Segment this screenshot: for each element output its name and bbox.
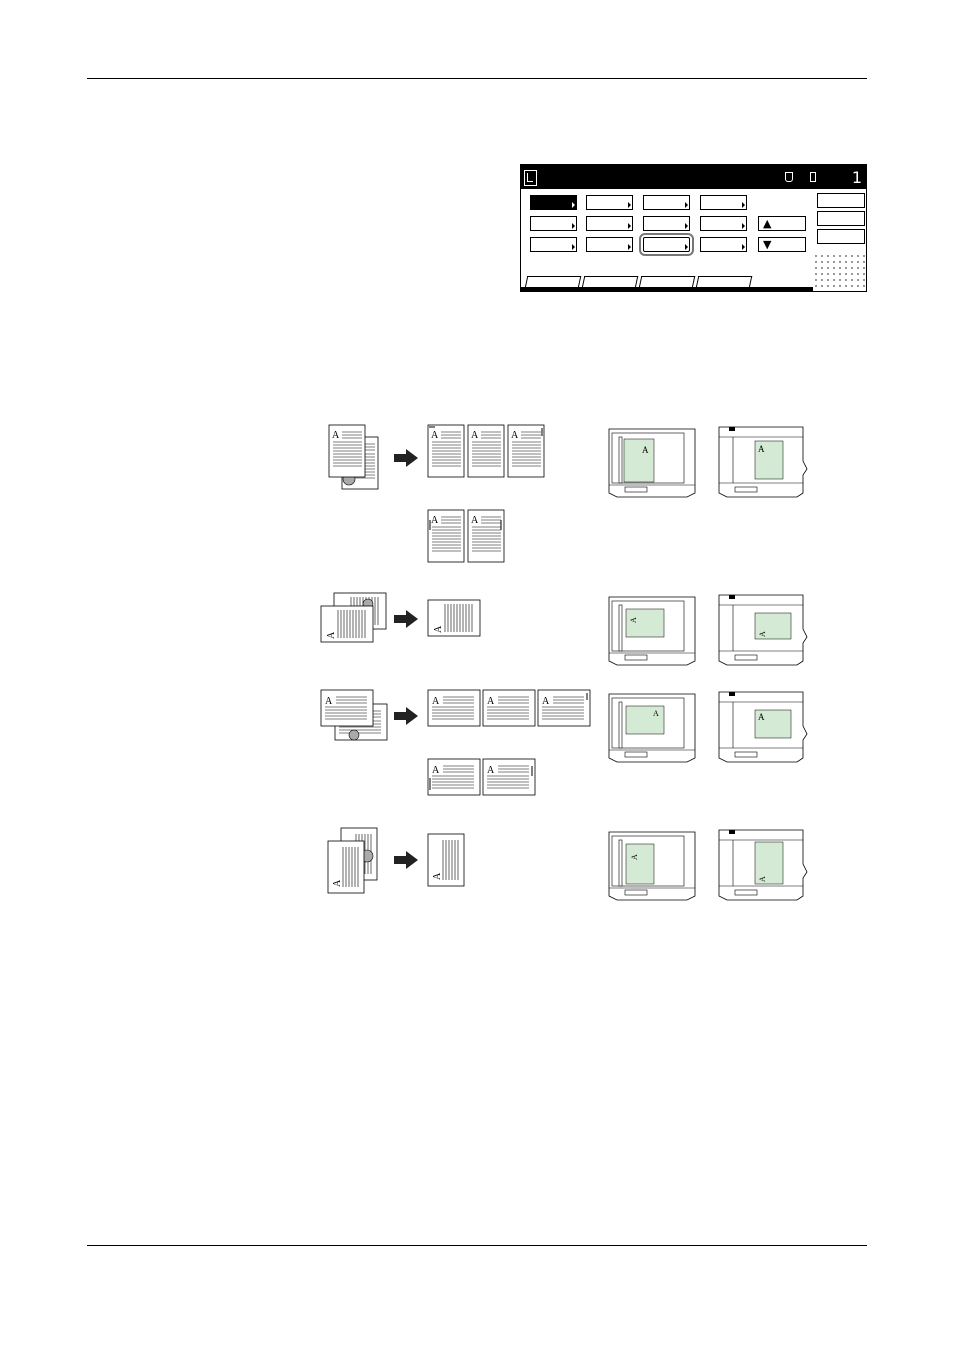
panel-button-3[interactable] xyxy=(643,195,690,210)
row2-arrow-icon xyxy=(394,610,418,628)
row4-platen-copier: A xyxy=(608,831,696,901)
row1-output-pages xyxy=(427,424,545,563)
row1-portrait-originals xyxy=(328,424,379,490)
copy-counter: 1 xyxy=(851,168,862,187)
row4-portrait-originals xyxy=(327,827,378,894)
svg-text:A: A xyxy=(758,876,767,882)
panel-button-8[interactable] xyxy=(700,216,747,231)
scroll-up-button[interactable]: ▲ xyxy=(758,216,806,231)
row3-dp-copier: A xyxy=(718,691,808,763)
power-icon xyxy=(785,172,793,182)
panel-tab-strip xyxy=(521,287,813,291)
panel-button-10[interactable] xyxy=(586,237,633,252)
document-icon xyxy=(524,170,537,186)
row3-output-pages xyxy=(427,689,591,796)
panel-button-12[interactable] xyxy=(700,237,747,252)
row2-output-page xyxy=(427,599,481,637)
panel-button-2[interactable] xyxy=(586,195,633,210)
panel-button-4[interactable] xyxy=(700,195,747,210)
svg-text:A: A xyxy=(653,709,659,718)
svg-text:A: A xyxy=(642,445,649,455)
scroll-down-button[interactable]: ▼ xyxy=(758,237,806,252)
row1-dp-copier: A xyxy=(718,426,808,498)
row3-arrow-icon xyxy=(394,707,418,725)
row4-output-page xyxy=(427,833,465,887)
row1-arrow-icon xyxy=(394,449,418,467)
row3-platen-copier: A xyxy=(608,693,696,763)
panel-button-9[interactable] xyxy=(530,237,577,252)
row2-landscape-originals xyxy=(320,592,387,643)
header-rule xyxy=(87,78,867,79)
row3-landscape-originals xyxy=(320,689,388,741)
svg-text:A: A xyxy=(629,617,638,623)
memory-icon xyxy=(810,172,816,182)
svg-text:A: A xyxy=(758,444,765,454)
panel-button-6[interactable] xyxy=(586,216,633,231)
side-button-1[interactable] xyxy=(817,193,865,208)
row4-dp-copier: A xyxy=(718,829,808,901)
row2-platen-copier: A xyxy=(608,596,696,666)
footer-rule xyxy=(87,1245,867,1246)
side-button-2[interactable] xyxy=(817,211,865,226)
svg-text:A: A xyxy=(630,854,639,860)
panel-dot-pattern xyxy=(813,253,866,291)
row2-dp-copier: A xyxy=(718,594,808,666)
panel-button-5[interactable] xyxy=(530,216,577,231)
panel-status-bar: 1 xyxy=(521,165,866,189)
panel-button-7[interactable] xyxy=(643,216,690,231)
panel-button-1[interactable] xyxy=(530,195,577,210)
row1-platen-copier: A xyxy=(608,428,696,498)
svg-text:A: A xyxy=(758,631,767,637)
panel-button-11-highlighted[interactable] xyxy=(639,233,694,256)
touch-panel-screen: 1 ▲ ▼ xyxy=(520,164,867,292)
svg-text:A: A xyxy=(758,712,765,722)
row4-arrow-icon xyxy=(394,851,418,869)
side-button-3[interactable] xyxy=(817,229,865,244)
